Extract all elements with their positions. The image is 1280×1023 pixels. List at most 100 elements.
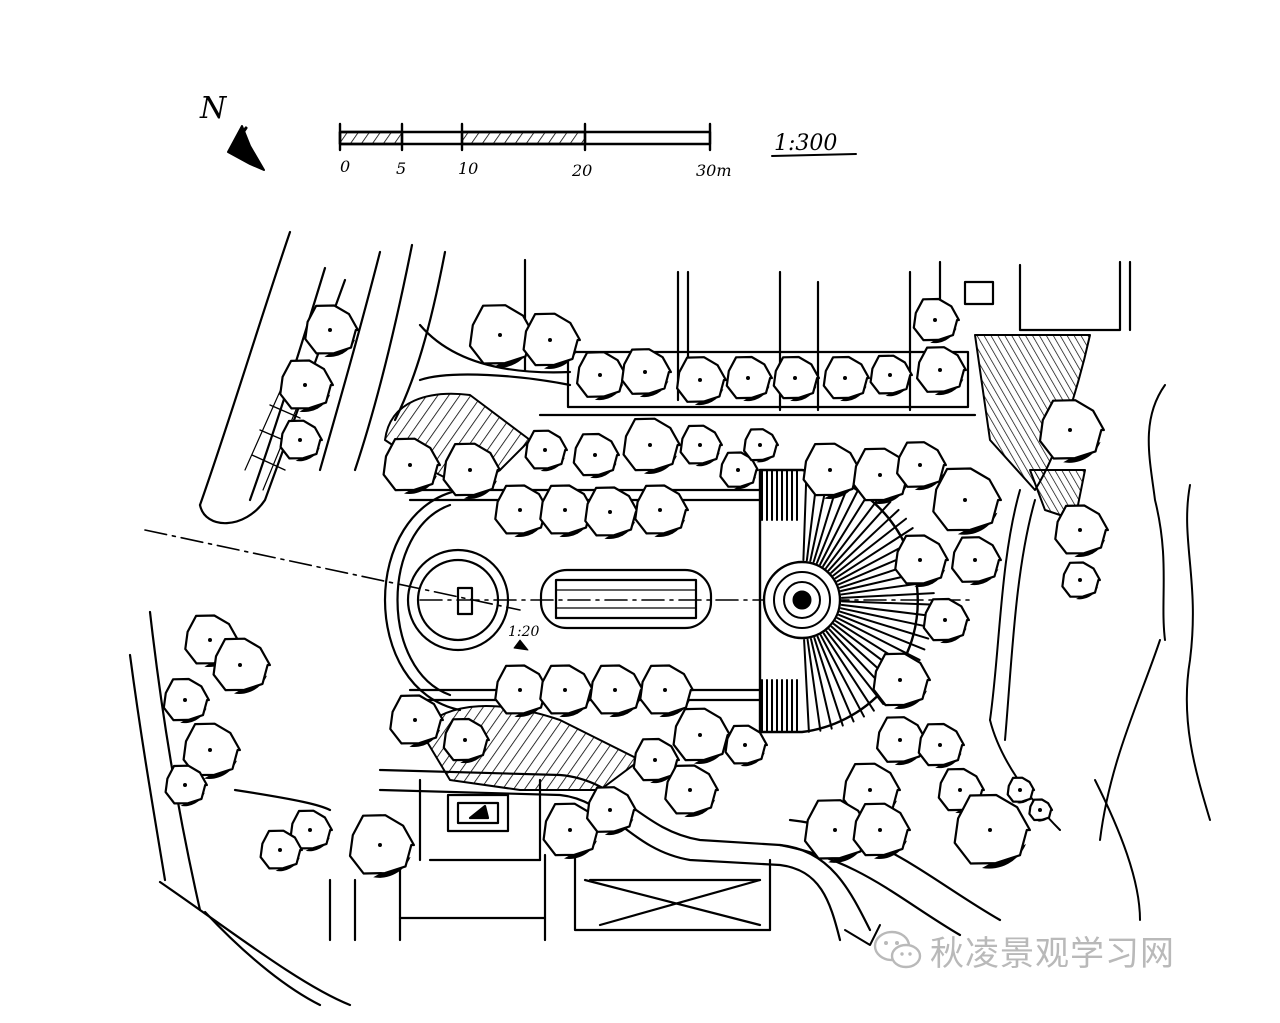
fountain-step-line — [825, 630, 885, 706]
fountain — [758, 467, 935, 734]
tree — [632, 737, 680, 784]
tree — [679, 424, 723, 467]
fountain-step-line — [830, 508, 900, 574]
wechat-logo-icon — [873, 930, 922, 969]
tree — [664, 764, 719, 818]
tree — [576, 351, 627, 401]
tree — [1028, 798, 1054, 822]
tree — [922, 597, 970, 644]
tree — [589, 664, 644, 718]
tree-trunk-dot — [938, 368, 942, 372]
tree-trunk-dot — [793, 376, 797, 380]
tree-trunk-dot — [208, 638, 212, 642]
tree — [289, 809, 333, 852]
tree — [872, 652, 931, 709]
tree-trunk-dot — [833, 828, 837, 832]
tree-trunk-dot — [698, 733, 702, 737]
fountain-step-line — [819, 634, 865, 718]
tree-trunk-dot — [746, 376, 750, 380]
tree-trunk-dot — [498, 333, 502, 337]
fountain-step-line — [832, 517, 908, 577]
tree — [634, 484, 689, 538]
tree — [572, 432, 620, 479]
tree-trunk-dot — [308, 828, 312, 832]
watermark: 秋凌景观学习网 — [872, 928, 1175, 974]
tree-trunk-dot — [918, 463, 922, 467]
tree-trunk-dot — [663, 688, 667, 692]
fountain-step-line — [836, 617, 921, 661]
tree-trunk-dot — [238, 663, 242, 667]
tree-trunk-dot — [563, 508, 567, 512]
tree — [1006, 776, 1036, 804]
tree-trunk-dot — [563, 688, 567, 692]
north-arrow: N — [199, 91, 265, 171]
tree-trunk-dot — [608, 808, 612, 812]
tree — [894, 534, 949, 588]
tree-trunk-dot — [898, 678, 902, 682]
tree — [639, 664, 694, 718]
tree-trunk-dot — [518, 688, 522, 692]
tree-trunk-dot — [543, 448, 547, 452]
north-path — [418, 258, 1132, 417]
tree-trunk-dot — [183, 783, 187, 787]
tree-trunk-dot — [698, 443, 702, 447]
scale-ratio: 1:300 — [771, 131, 857, 157]
scale-tick-5: 5 — [396, 159, 406, 178]
tree-trunk-dot — [688, 788, 692, 792]
tree-canopy — [953, 793, 1031, 865]
tree — [382, 437, 441, 494]
tree — [279, 359, 334, 413]
tree-trunk-dot — [303, 383, 307, 387]
tree — [917, 722, 965, 769]
watermark-text: 秋凌景观学习网 — [930, 933, 1175, 974]
tree-canopies — [162, 297, 1109, 878]
tree-trunk-dot — [208, 748, 212, 752]
tree-trunk-dot — [648, 443, 652, 447]
tree-trunk-dot — [973, 558, 977, 562]
tree-trunk-dot — [468, 468, 472, 472]
fountain-step-line — [840, 607, 933, 629]
fountain-step-line — [809, 637, 833, 730]
tree — [182, 722, 241, 779]
tree — [389, 694, 444, 748]
tree-canopy — [932, 467, 1002, 532]
tree — [672, 707, 731, 764]
tree-trunk-dot — [278, 848, 282, 852]
tree-trunk-dot — [378, 843, 382, 847]
tree-trunk-dot — [758, 443, 762, 447]
tree-canopy — [1038, 399, 1105, 460]
tree — [304, 304, 359, 358]
tree — [951, 536, 1002, 586]
tree — [916, 346, 967, 396]
fountain-step-line — [825, 493, 883, 570]
tree-trunk-dot — [568, 828, 572, 832]
tree — [743, 428, 779, 463]
tree-trunk-dot — [938, 743, 942, 747]
fountain-step-line — [822, 632, 875, 712]
tree — [1061, 561, 1101, 600]
tree — [932, 467, 1002, 535]
tree-trunk-dot — [933, 318, 937, 322]
tree-trunk-dot — [843, 376, 847, 380]
fountain-step-line — [813, 637, 844, 727]
fountain-step-line — [840, 592, 935, 599]
tree — [719, 451, 759, 490]
tree — [802, 442, 861, 499]
tree-trunk-dot — [658, 508, 662, 512]
fountain-step-line — [839, 610, 930, 640]
tree-trunk-dot — [958, 788, 962, 792]
scale-bar: 0 5 10 20 30m — [338, 122, 732, 180]
tree — [822, 355, 870, 402]
tree — [468, 304, 535, 368]
tree-canopy — [468, 304, 535, 365]
tree-trunk-dot — [1018, 788, 1022, 792]
scale-tick-10: 10 — [458, 159, 478, 178]
tree-trunk-dot — [828, 468, 832, 472]
fountain-step-line — [816, 635, 855, 723]
tree — [494, 484, 549, 538]
tree-trunk-dot — [408, 463, 412, 467]
tree-trunk-dot — [878, 473, 882, 477]
north-label: N — [199, 91, 228, 126]
